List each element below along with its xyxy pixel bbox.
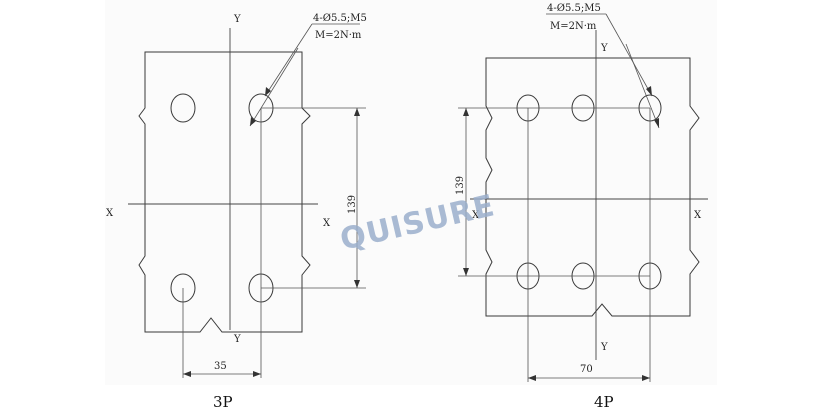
arrow-4p-v-top (463, 108, 469, 116)
arrow-4p-h-right (642, 375, 650, 381)
diagram-3p: 4-Ø5.5;M5 M=2N·m Y Y X X 139 35 3P (106, 13, 367, 411)
axis-label-4p-x-left: X (472, 210, 480, 221)
dim-label-3p-vertical: 139 (347, 195, 358, 214)
leader-3p-b (249, 47, 299, 127)
arrow-3p-h-right (253, 371, 261, 377)
caption-3p: 3P (213, 393, 233, 411)
leader-4p-a (605, 13, 653, 97)
watermark-logo: QUISURE (337, 188, 498, 258)
outline-4p (485, 57, 700, 317)
axis-label-3p-x-right: X (323, 218, 331, 229)
leader-3p-a (264, 23, 313, 97)
dim-label-3p-horizontal: 35 (214, 361, 227, 372)
note-3p-line1: 4-Ø5.5;M5 (313, 13, 367, 24)
dim-label-4p-horizontal: 70 (580, 364, 593, 375)
arrow-3p-v-bottom (354, 280, 360, 288)
drawing-sheet (105, 0, 717, 385)
arrow-3p-h-left (183, 371, 191, 377)
caption-4p: 4P (594, 393, 614, 411)
note-3p-line2: M=2N·m (315, 30, 362, 41)
axis-label-4p-x-right: X (694, 210, 702, 221)
axis-label-3p-y-top: Y (233, 14, 241, 25)
arrow-4p-h-left (528, 375, 536, 381)
axis-label-4p-y-top: Y (600, 43, 608, 54)
arrow-4p-leader-b (654, 118, 659, 128)
axis-label-4p-y-bottom: Y (600, 342, 608, 353)
axis-label-3p-y-bottom: Y (233, 334, 241, 345)
arrow-4p-leader-a (646, 86, 652, 96)
note-4p-line2: M=2N·m (550, 21, 597, 32)
arrow-3p-leader-b (250, 117, 256, 126)
axis-label-3p-x-left: X (106, 208, 114, 219)
leader-4p-b (625, 43, 660, 129)
hole-3p-top-left (170, 93, 196, 123)
note-4p-line1: 4-Ø5.5;M5 (547, 3, 601, 14)
arrow-3p-v-top (354, 108, 360, 116)
dim-label-4p-vertical: 139 (455, 176, 466, 195)
arrow-4p-v-bottom (463, 268, 469, 276)
diagram-4p: 4-Ø5.5;M5 M=2N·m Y Y X X 139 70 4P (455, 3, 708, 411)
arrow-3p-leader-a (265, 87, 271, 96)
outline-3p (138, 51, 311, 333)
